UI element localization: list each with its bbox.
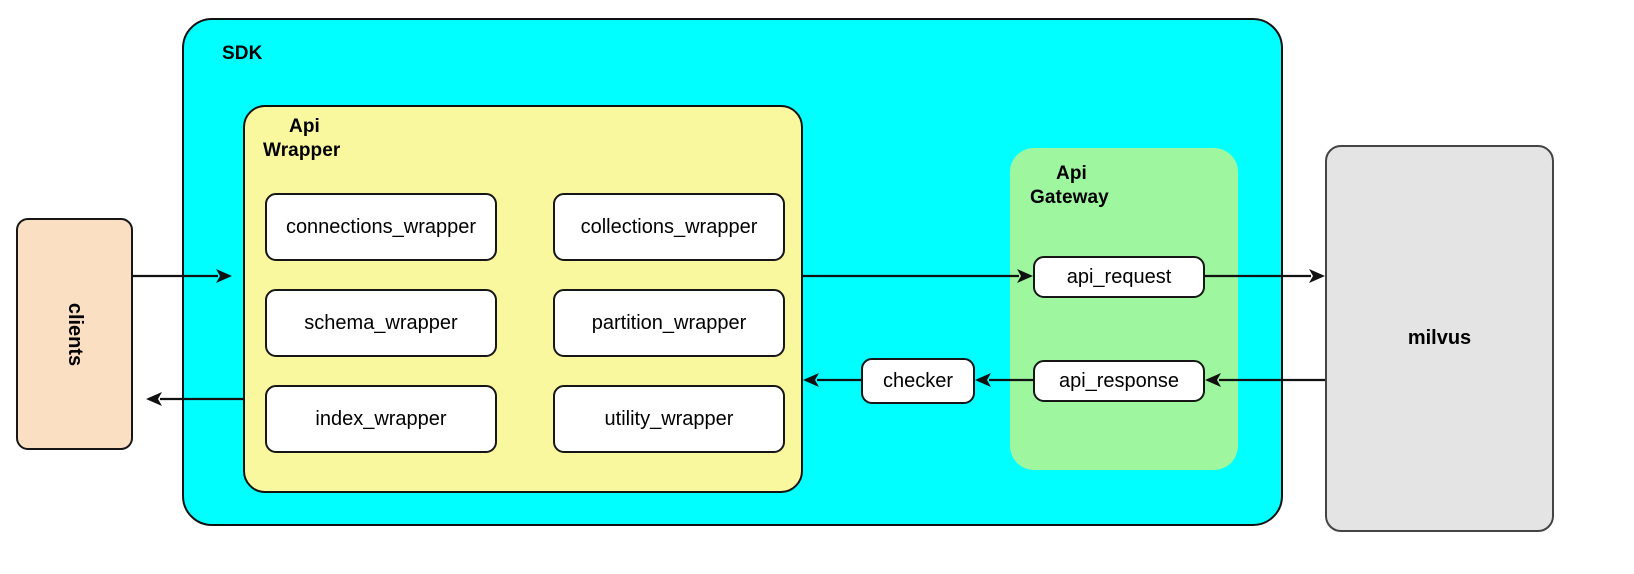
module-collections-wrapper[interactable]: collections_wrapper [553,193,785,261]
node-clients[interactable]: clients [16,218,133,450]
module-utility-wrapper[interactable]: utility_wrapper [553,385,785,453]
module-index-wrapper[interactable]: index_wrapper [265,385,497,453]
container-sdk-label: SDK [222,43,263,64]
module-connections-wrapper[interactable]: connections_wrapper [265,193,497,261]
module-api-response[interactable]: api_response [1033,360,1205,402]
container-api-gateway [1010,148,1238,470]
module-api-request[interactable]: api_request [1033,256,1205,298]
connector-checker-to-api-wrapper [803,373,861,387]
connector-api-response-to-checker [975,373,1033,387]
connector-api-wrapper-to-api-request [803,269,1033,283]
connector-api-wrapper-to-clients [146,392,243,406]
container-api-gateway-label: Api Gateway [1030,163,1109,209]
connector-clients-to-api-wrapper [133,269,232,283]
module-checker[interactable]: checker [861,358,975,404]
module-partition-wrapper[interactable]: partition_wrapper [553,289,785,357]
connector-milvus-to-api-response [1205,373,1325,387]
container-api-wrapper-label: Api Wrapper [263,116,341,162]
module-schema-wrapper[interactable]: schema_wrapper [265,289,497,357]
connector-api-request-to-milvus [1205,269,1325,283]
node-milvus[interactable]: milvus [1325,145,1554,532]
